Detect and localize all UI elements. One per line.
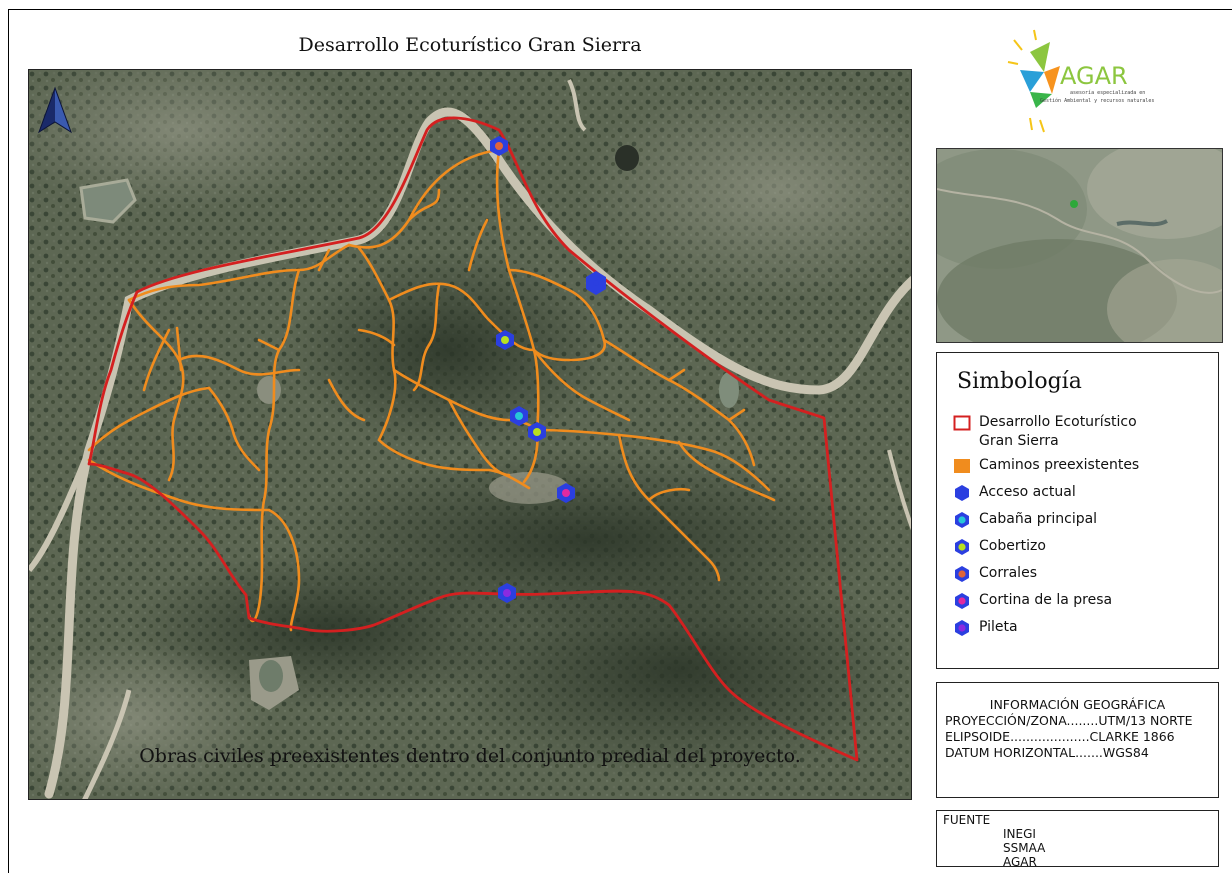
marker-acceso-actual[interactable] bbox=[586, 271, 606, 295]
map-title: Desarrollo Ecoturístico Gran Sierra bbox=[298, 34, 642, 56]
geo-info-panel: INFORMACIÓN GEOGRÁFICA PROYECCIÓN/ZONA..… bbox=[936, 682, 1219, 798]
property-boundary bbox=[87, 116, 859, 762]
marker-cobertizo-2[interactable] bbox=[528, 422, 546, 442]
legend-item-cabana: Cabaña principal bbox=[951, 510, 1097, 529]
marker-cobertizo-1[interactable] bbox=[496, 330, 514, 350]
legend-label-cabana: Cabaña principal bbox=[979, 511, 1098, 527]
legend-label-pileta: Pileta bbox=[979, 619, 1018, 635]
legend-label-cortina: Cortina de la presa bbox=[979, 592, 1113, 608]
legend-label-boundary-line1: Desarrollo Ecoturístico bbox=[979, 414, 1137, 430]
legend-item-cobertizo: Cobertizo bbox=[951, 537, 1046, 556]
marker-corrales[interactable] bbox=[490, 136, 508, 156]
frame-left bbox=[8, 9, 9, 873]
legend-item-roads: Caminos preexistentes bbox=[951, 456, 1139, 475]
hexagon-acceso-icon bbox=[951, 483, 973, 502]
legend-label-boundary: Desarrollo Ecoturístico Gran Sierra bbox=[979, 413, 1137, 451]
sources-panel: FUENTE INEGI SSMAA AGAR bbox=[936, 810, 1219, 869]
legend-item-acceso: Acceso actual bbox=[951, 483, 1076, 502]
hexagon-cobertizo-icon bbox=[951, 537, 973, 556]
map-canvas[interactable] bbox=[28, 69, 912, 800]
geo-info-projection: PROYECCIÓN/ZONA........UTM/13 NORTE bbox=[945, 713, 1193, 728]
geo-info-ellipsoid: ELIPSOIDE....................CLARKE 1866 bbox=[945, 729, 1175, 744]
roads-layer bbox=[87, 148, 776, 632]
marker-pileta[interactable] bbox=[498, 583, 516, 603]
locator-map[interactable] bbox=[936, 148, 1223, 343]
legend-item-boundary: Desarrollo Ecoturístico Gran Sierra bbox=[951, 413, 1137, 451]
geo-info-datum: DATUM HORIZONTAL.......WGS84 bbox=[945, 745, 1149, 760]
marker-cabana-principal[interactable] bbox=[510, 406, 528, 426]
geo-info-heading: INFORMACIÓN GEOGRÁFICA bbox=[989, 697, 1166, 712]
hexagon-cabana-icon bbox=[951, 510, 973, 529]
locator-map-image bbox=[937, 149, 1222, 342]
agar-logo: AGAR asesoría especializada en Gestión A… bbox=[1000, 22, 1200, 140]
legend-label-boundary-line2: Gran Sierra bbox=[979, 433, 1059, 449]
legend-item-pileta: Pileta bbox=[951, 618, 1018, 637]
roads-swatch-icon bbox=[951, 456, 973, 475]
logo-brand: AGAR bbox=[1060, 62, 1128, 90]
legend-item-corrales: Corrales bbox=[951, 564, 1037, 583]
locator-point bbox=[1070, 200, 1078, 208]
source-item: AGAR bbox=[1003, 855, 1037, 869]
legend-label-acceso: Acceso actual bbox=[979, 484, 1076, 500]
legend-label-corrales: Corrales bbox=[979, 565, 1037, 581]
logo-tagline-1: asesoría especializada en bbox=[1070, 89, 1145, 96]
legend-label-cobertizo: Cobertizo bbox=[979, 538, 1046, 554]
source-item: INEGI bbox=[1003, 827, 1036, 841]
frame-top bbox=[8, 9, 1232, 10]
hexagon-pileta-icon bbox=[951, 618, 973, 637]
hexagon-corrales-icon bbox=[951, 564, 973, 583]
marker-cortina-presa[interactable] bbox=[557, 483, 575, 503]
map-caption: Obras civiles preexistentes dentro del c… bbox=[139, 745, 801, 767]
legend-item-cortina: Cortina de la presa bbox=[951, 591, 1112, 610]
north-arrow-icon bbox=[38, 86, 72, 134]
legend-label-roads: Caminos preexistentes bbox=[979, 457, 1140, 473]
hexagon-cortina-icon bbox=[951, 591, 973, 610]
sources-heading: FUENTE bbox=[943, 813, 991, 827]
boundary-swatch-icon bbox=[951, 413, 973, 432]
legend-title: Simbología bbox=[957, 369, 1082, 394]
agar-logo-icon: AGAR asesoría especializada en Gestión A… bbox=[1007, 29, 1154, 133]
aerial-map bbox=[29, 70, 911, 799]
logo-tagline-2: Gestión Ambiental y recursos naturales bbox=[1040, 97, 1154, 104]
source-item: SSMAA bbox=[1003, 841, 1046, 855]
legend-panel: Simbología Desarrollo Ecoturístico Gran … bbox=[936, 352, 1219, 669]
